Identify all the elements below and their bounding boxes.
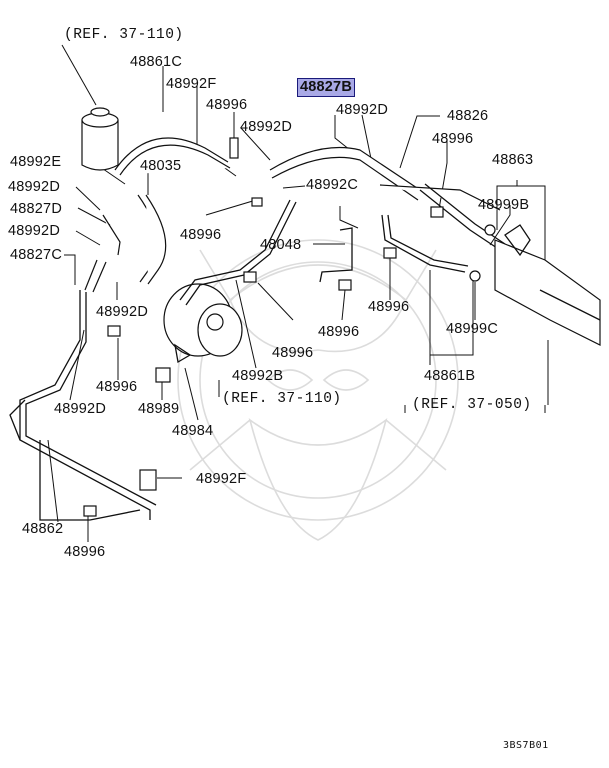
part-label-48992D-a[interactable]: 48992D (240, 119, 292, 135)
clamps-and-bolts (83, 137, 496, 517)
part-label-48827C[interactable]: 48827C (10, 247, 62, 263)
part-label-48863[interactable]: 48863 (492, 152, 534, 168)
part-label-48992D-e[interactable]: 48992D (96, 304, 148, 320)
part-label-48992D-d[interactable]: 48992D (8, 223, 60, 239)
part-label-48996-e[interactable]: 48996 (272, 345, 314, 361)
hoses-and-pipes (9, 137, 506, 521)
part-label-48996-d[interactable]: 48996 (368, 299, 410, 315)
part-label-48996-f[interactable]: 48996 (318, 324, 360, 340)
part-label-48048[interactable]: 48048 (260, 237, 302, 253)
part-label-48992C[interactable]: 48992C (306, 177, 358, 193)
reference-brackets (404, 405, 546, 413)
part-label-48861B[interactable]: 48861B (424, 368, 476, 384)
ref-label-center: (REF. 37-110) (222, 391, 342, 407)
power-steering-pump (163, 283, 243, 364)
part-label-48827D[interactable]: 48827D (10, 201, 62, 217)
part-label-48996-h[interactable]: 48996 (64, 544, 106, 560)
steering-gear-housing (494, 224, 601, 346)
part-label-48992D-c[interactable]: 48992D (8, 179, 60, 195)
part-label-48984[interactable]: 48984 (172, 423, 214, 439)
part-label-48035[interactable]: 48035 (140, 158, 182, 174)
part-label-48862[interactable]: 48862 (22, 521, 64, 537)
part-label-48992B[interactable]: 48992B (232, 368, 284, 384)
watermark-emblem (177, 239, 459, 541)
reservoir-tank (81, 107, 119, 171)
part-label-48826[interactable]: 48826 (447, 108, 489, 124)
part-label-48827B-highlighted[interactable]: 48827B (297, 78, 355, 97)
part-label-48996-c[interactable]: 48996 (180, 227, 222, 243)
part-label-48996-b[interactable]: 48996 (432, 131, 474, 147)
part-label-48996-g[interactable]: 48996 (96, 379, 138, 395)
part-label-48861C[interactable]: 48861C (130, 54, 182, 70)
part-label-48992F-bottom[interactable]: 48992F (196, 471, 247, 487)
drawing-code: 3BS7B01 (503, 740, 549, 751)
part-label-48992E[interactable]: 48992E (10, 154, 62, 170)
part-label-48989[interactable]: 48989 (138, 401, 180, 417)
ref-label-top: (REF. 37-110) (64, 27, 184, 43)
part-label-48992D-b[interactable]: 48992D (336, 102, 388, 118)
part-label-48999B[interactable]: 48999B (478, 197, 530, 213)
ref-label-right: (REF. 37-050) (412, 397, 532, 413)
part-label-48999C[interactable]: 48999C (446, 321, 498, 337)
part-label-48992D-f[interactable]: 48992D (54, 401, 106, 417)
part-label-48992F-top[interactable]: 48992F (166, 76, 217, 92)
part-label-48996-a[interactable]: 48996 (206, 97, 248, 113)
